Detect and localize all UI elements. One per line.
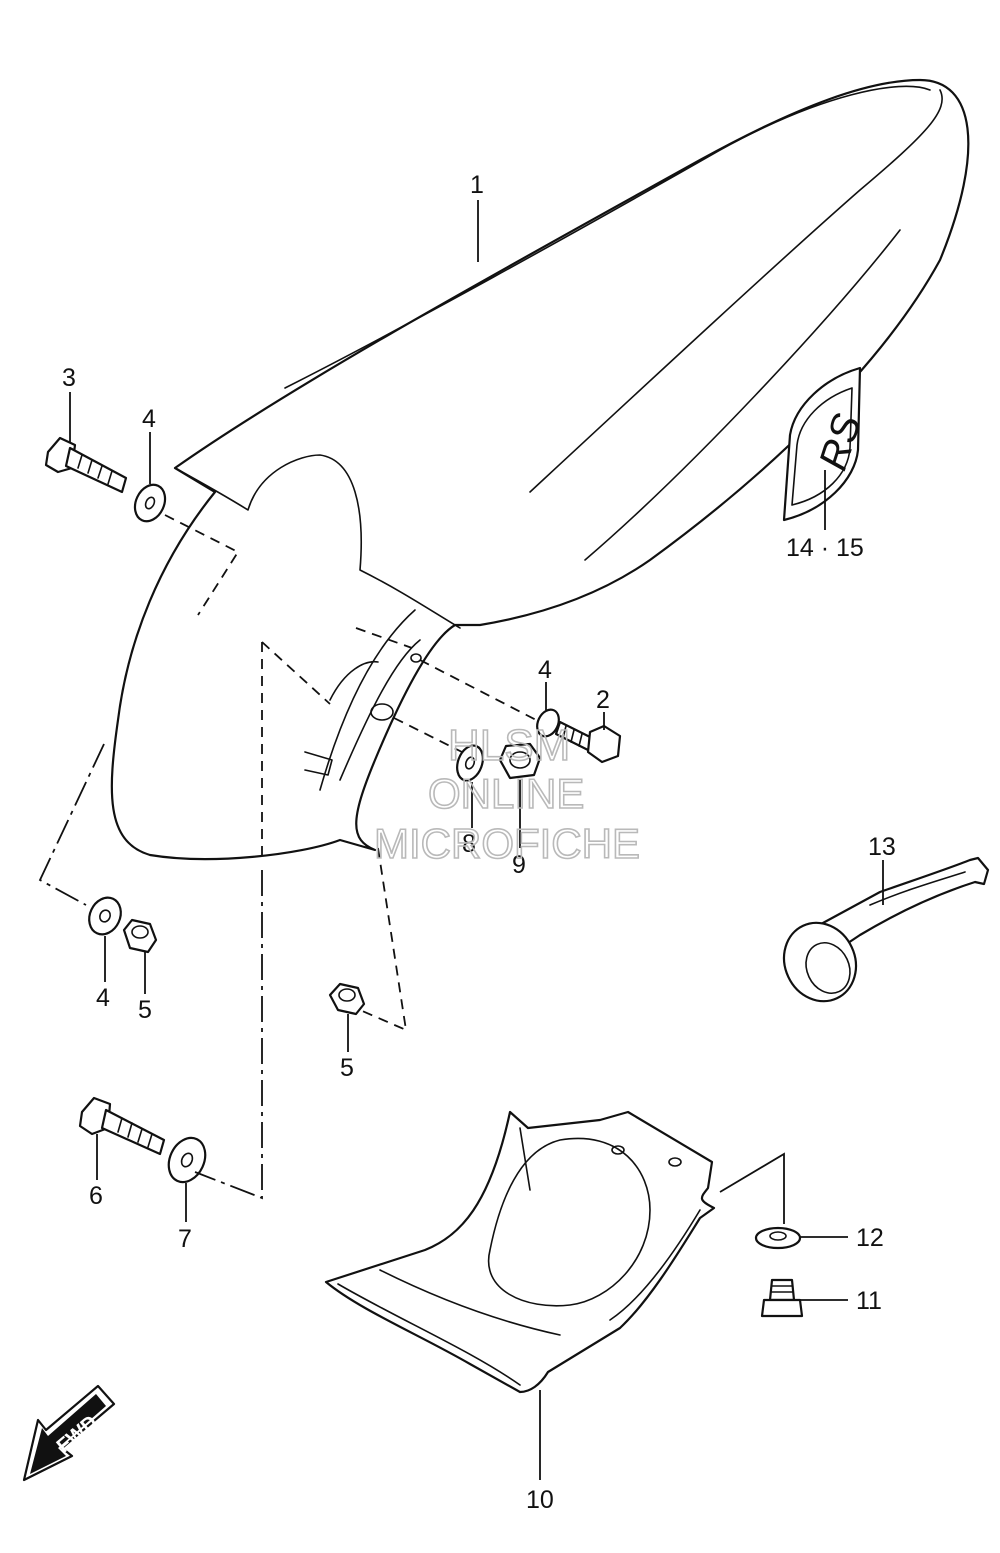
callout-5-center: 5	[340, 1054, 354, 1082]
callout-4-center: 4	[538, 656, 552, 684]
washer-7	[167, 1136, 207, 1184]
screw-11	[760, 1278, 804, 1318]
nut-9	[498, 742, 542, 780]
nut-5-left	[122, 918, 158, 954]
callout-7: 7	[178, 1225, 192, 1253]
callout-4-left: 4	[96, 984, 110, 1012]
callout-10: 10	[526, 1486, 554, 1514]
nut-5-center	[328, 982, 366, 1016]
fwd-arrow: FWD	[22, 1384, 116, 1482]
callout-5-left: 5	[138, 996, 152, 1024]
watermark-line-1: HLSM	[448, 721, 570, 770]
callout-9: 9	[512, 851, 526, 879]
part-10-guard	[324, 1110, 716, 1394]
bolt-2	[554, 720, 622, 764]
callout-3: 3	[62, 364, 76, 392]
callout-14-15: 14 · 15	[786, 534, 864, 562]
callout-6: 6	[89, 1182, 103, 1210]
assembly-lines	[38, 514, 785, 1224]
callout-8: 8	[462, 830, 476, 858]
watermark: HLSM ONLINE MICROFICHE	[373, 720, 641, 868]
washer-4-center	[536, 708, 560, 738]
washer-8	[456, 744, 484, 782]
watermark-line-3: MICROFICHE	[374, 820, 640, 867]
callout-1: 1	[470, 171, 484, 199]
part-13-tool	[782, 856, 990, 1003]
emblem-decal: RS	[782, 366, 870, 522]
callout-11: 11	[856, 1287, 882, 1315]
watermark-line-2: ONLINE	[428, 770, 584, 817]
callout-4-top: 4	[142, 405, 156, 433]
callouts: 1 3 4 4 2 8 9 4 5 5 6 7 10 11 12 13 14 ·…	[62, 171, 896, 1514]
leader-lines	[69, 200, 884, 1480]
washer-4-top	[133, 483, 167, 523]
washer-4-left	[88, 896, 122, 936]
bolt-6	[78, 1096, 166, 1156]
callout-13: 13	[868, 833, 896, 861]
callout-2: 2	[596, 686, 610, 714]
bolt-3	[44, 436, 128, 494]
rear-fender	[110, 78, 970, 861]
washer-12	[754, 1226, 802, 1250]
callout-12: 12	[856, 1224, 884, 1252]
